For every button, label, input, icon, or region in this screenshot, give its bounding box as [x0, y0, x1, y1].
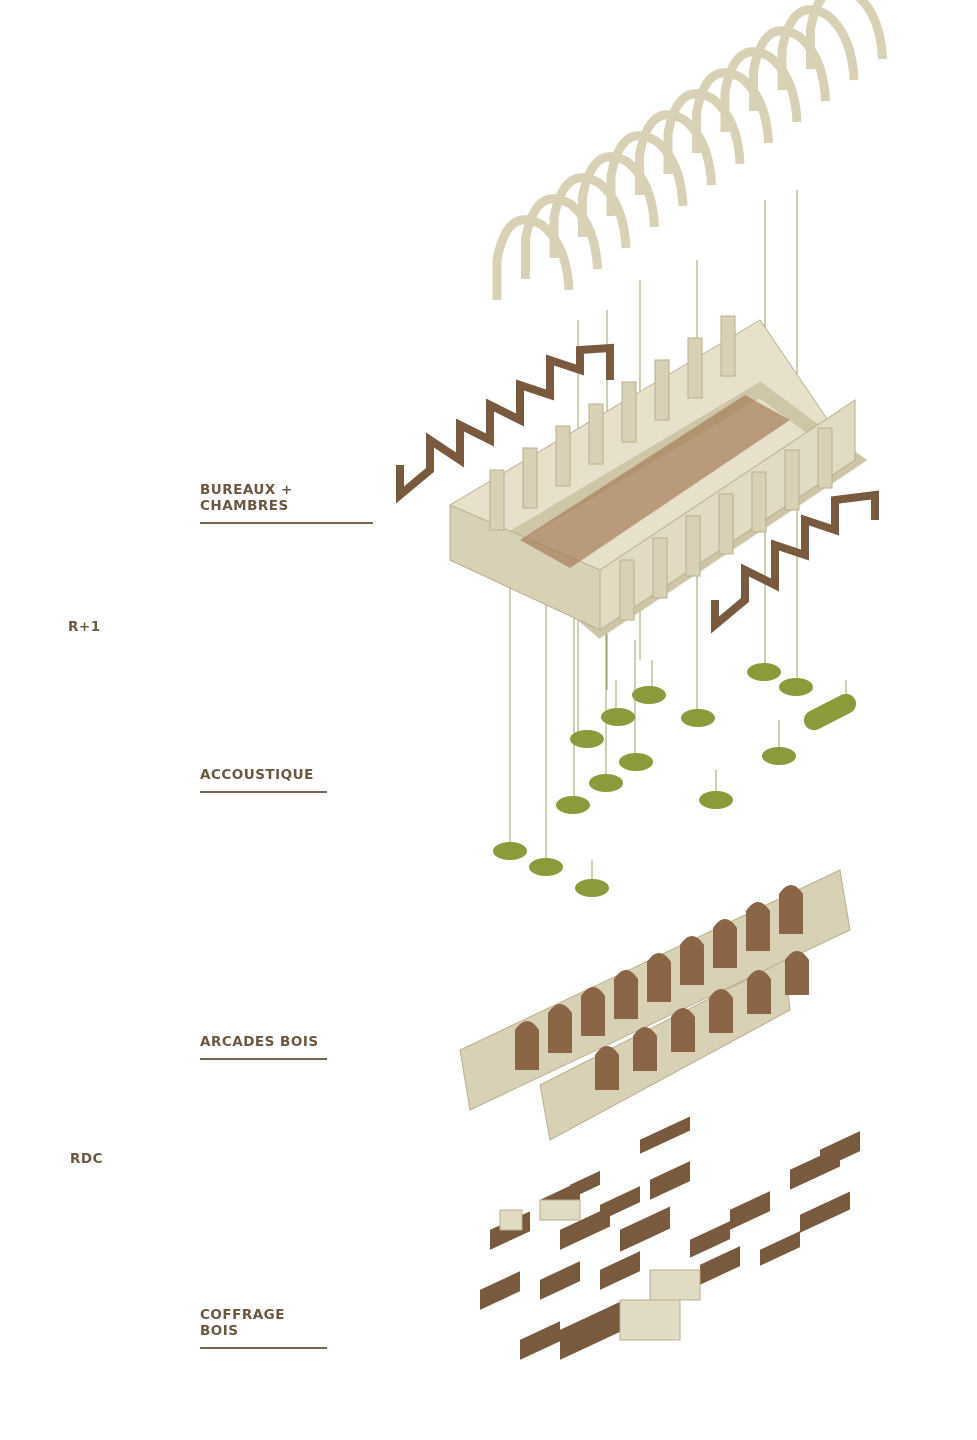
label-bureaux-chambres: BUREAUX + CHAMBRES [200, 482, 373, 524]
acoustic-disc [601, 708, 635, 726]
acoustic-disc [589, 774, 623, 792]
formwork-stone-block [539, 1199, 581, 1221]
wood-arch [614, 970, 638, 1019]
r1-partition-wall [489, 469, 505, 531]
r1-partition-wall [720, 315, 736, 377]
roof-arch [663, 89, 745, 174]
wood-arch [779, 885, 803, 934]
formwork-block [640, 1116, 690, 1154]
wood-arch [595, 1046, 619, 1090]
formwork-block [480, 1271, 520, 1310]
roof-arch [806, 0, 887, 69]
acoustic-disc [747, 663, 781, 681]
wood-wall-left [396, 343, 614, 504]
formwork-block [760, 1231, 800, 1266]
wood-arch [647, 953, 671, 1002]
formwork-block [650, 1161, 690, 1200]
r1-partition-wall [685, 515, 701, 577]
wood-arch [713, 919, 737, 968]
roof-arch [492, 215, 574, 300]
formwork-block [730, 1191, 770, 1230]
r1-partition-wall [654, 359, 670, 421]
r1-partition-wall [718, 493, 734, 555]
acoustic-disc [529, 858, 563, 876]
r1-partition-wall [687, 337, 703, 399]
formwork-block [560, 1301, 620, 1360]
acoustic-disc [681, 709, 715, 727]
acoustic-disc [762, 747, 796, 765]
formwork-block [560, 1206, 610, 1250]
wood-arch [548, 1004, 572, 1053]
r1-wood-corridor [520, 395, 790, 568]
acoustic-disc [632, 686, 666, 704]
wood-arch [633, 1027, 657, 1071]
r1-partition-wall [555, 425, 571, 487]
acoustic-disc [699, 791, 733, 809]
acoustic-disc [619, 753, 653, 771]
formwork-block [520, 1321, 560, 1360]
r1-partition-wall [522, 447, 538, 509]
formwork-stone-block [499, 1209, 523, 1231]
wood-arch [581, 987, 605, 1036]
formwork-block [820, 1131, 860, 1170]
formwork-block [620, 1206, 670, 1252]
wood-arch [515, 1021, 539, 1070]
r1-partition-wall [817, 427, 833, 489]
acoustic-disc [779, 678, 813, 696]
label-coffrage-bois: COFFRAGE BOIS [200, 1307, 327, 1349]
formwork-block [600, 1251, 640, 1290]
formwork-block [540, 1261, 580, 1300]
wood-arch [671, 1008, 695, 1052]
acoustic-panel-oval [803, 693, 857, 731]
roof-arch [606, 131, 688, 216]
roof-arch [521, 194, 602, 279]
wood-arch [785, 951, 809, 995]
wood-wall-right [711, 490, 879, 634]
r1-partition-wall [652, 537, 668, 599]
r1-partition-wall [619, 559, 635, 621]
acoustic-disc [493, 842, 527, 860]
formwork-block [700, 1246, 740, 1285]
label-rdc: RDC [70, 1151, 104, 1167]
acoustic-disc [556, 796, 590, 814]
roof-arch [635, 110, 716, 195]
roof-arch [692, 68, 773, 153]
wood-arch [746, 902, 770, 951]
roof-arch [720, 47, 802, 132]
wood-arch [747, 970, 771, 1014]
r1-partition-wall [784, 449, 800, 511]
label-r1: R+1 [68, 619, 101, 635]
wood-arch [680, 936, 704, 985]
roof-arch [749, 26, 830, 111]
formwork-stone-block [619, 1299, 681, 1341]
label-arcades-bois: ARCADES BOIS [200, 1034, 327, 1060]
formwork-block [690, 1221, 730, 1258]
label-acoustique: ACCOUSTIQUE [200, 767, 327, 793]
r1-partition-wall [751, 471, 767, 533]
roof-arch [549, 173, 631, 258]
acoustic-disc [570, 730, 604, 748]
roof-arch [777, 5, 859, 90]
acoustic-disc [575, 879, 609, 897]
roof-arch [578, 152, 659, 237]
formwork-stone-block [649, 1269, 701, 1301]
r1-partition-wall [621, 381, 637, 443]
wood-arch [709, 989, 733, 1033]
formwork-block [800, 1191, 850, 1233]
r1-partition-wall [588, 403, 604, 465]
